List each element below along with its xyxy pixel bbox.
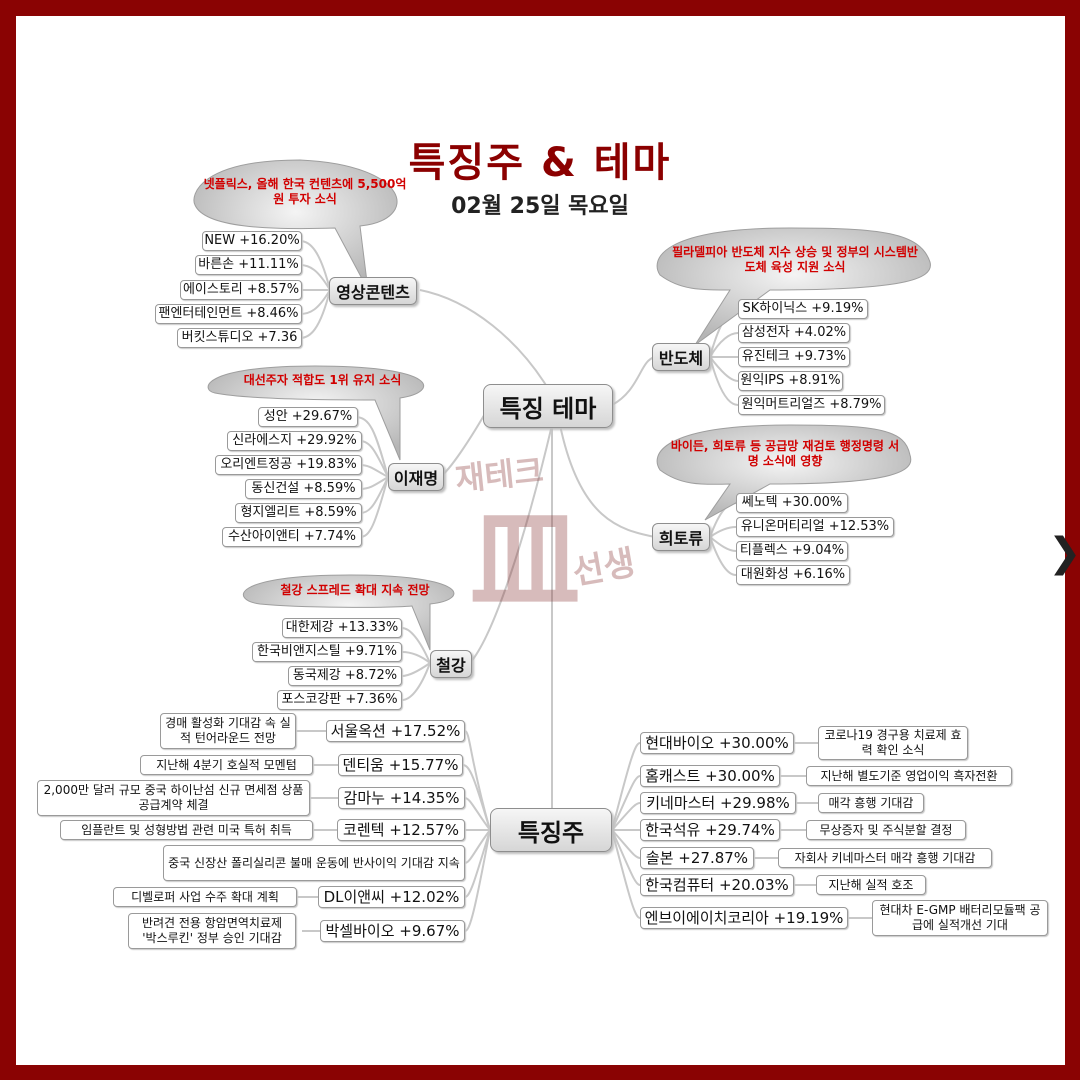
rare-item[interactable]: 유니온머티리얼 +12.53% [736, 517, 894, 537]
stock-right[interactable]: 한국석유 +29.74% [640, 819, 780, 841]
stock-note-left: 디벨로퍼 사업 수주 확대 계획 [113, 887, 297, 907]
stock-note-left: 경매 활성화 기대감 속 실적 턴어라운드 전망 [160, 713, 296, 749]
theme-node-steel[interactable]: 철강 [430, 650, 472, 678]
stock-note-left: 지난해 4분기 호실적 모멘텀 [140, 755, 313, 775]
chevron-right-icon[interactable]: ❯ [1048, 530, 1080, 576]
steel-item[interactable]: 동국제강 +8.72% [288, 666, 402, 686]
center-stock-node[interactable]: 특징주 [490, 808, 612, 852]
speech-bubbles [193, 159, 931, 651]
stock-right[interactable]: 키네마스터 +29.98% [640, 792, 796, 814]
stock-left[interactable]: DL이앤씨 +12.02% [318, 886, 465, 908]
stock-note-right: 지난해 실적 호조 [816, 875, 926, 895]
rare-item[interactable]: 티플렉스 +9.04% [736, 541, 848, 561]
stock-left[interactable]: 덴티움 +15.77% [338, 754, 463, 776]
lee-item[interactable]: 수산아이앤티 +7.74% [222, 527, 362, 547]
stock-note-left: 중국 신장산 폴리실리콘 불매 운동에 반사이익 기대감 지속 [163, 845, 465, 881]
stock-note-right: 현대차 E-GMP 배터리모듈팩 공급에 실적개선 기대 [872, 900, 1048, 936]
steel-item[interactable]: 한국비앤지스틸 +9.71% [252, 642, 402, 662]
bubble-rare-note: 바이든, 희토류 등 공급망 재검토 행정명령 서명 소식에 영향 [670, 439, 900, 468]
steel-item[interactable]: 포스코강판 +7.36% [277, 690, 402, 710]
rare-item[interactable]: 대원화성 +6.16% [736, 565, 850, 585]
center-theme-node[interactable]: 특징 테마 [483, 384, 613, 428]
theme-node-content[interactable]: 영상콘텐츠 [329, 277, 417, 305]
page-title: 특징주 & 테마 [408, 140, 672, 186]
stock-right[interactable]: 현대바이오 +30.00% [640, 732, 794, 754]
bubble-lee-note: 대선주자 적합도 1위 유지 소식 [243, 372, 402, 387]
semi-item[interactable]: 원익머트리얼즈 +8.79% [738, 395, 885, 415]
bubble-content-note: 넷플릭스, 올해 한국 컨텐츠에 5,500억원 투자 소식 [203, 177, 407, 206]
lee-item[interactable]: 형지엘리트 +8.59% [235, 503, 362, 523]
page-date: 02월 25일 목요일 [451, 194, 629, 219]
lee-item[interactable]: 성안 +29.67% [258, 407, 358, 427]
semi-item[interactable]: 유진테크 +9.73% [738, 347, 850, 367]
stock-note-right: 지난해 별도기준 영업이익 흑자전환 [806, 766, 1012, 786]
stock-left[interactable]: 감마누 +14.35% [338, 787, 465, 809]
theme-node-lee[interactable]: 이재명 [388, 463, 444, 491]
theme-node-rare[interactable]: 희토류 [652, 523, 710, 551]
stock-right[interactable]: 한국컴퓨터 +20.03% [640, 874, 794, 896]
bubble-steel-note: 철강 스프레드 확대 지속 전망 [280, 582, 430, 597]
stock-right[interactable]: 솔본 +27.87% [640, 847, 754, 869]
watermark-middle: 皿 [470, 496, 580, 624]
stock-note-right: 매각 흥행 기대감 [818, 793, 924, 813]
stock-note-right: 코로나19 경구용 치료제 효력 확인 소식 [818, 726, 968, 760]
content-item[interactable]: 팬엔터테인먼트 +8.46% [155, 304, 302, 324]
lee-item[interactable]: 오리엔트정공 +19.83% [215, 455, 362, 475]
lee-item[interactable]: 동신건설 +8.59% [245, 479, 362, 499]
stock-left[interactable]: 박셀바이오 +9.67% [320, 920, 465, 942]
stock-note-left: 임플란트 및 성형방법 관련 미국 특허 취득 [60, 820, 313, 840]
stock-note-left: 2,000만 달러 규모 중국 하이난섬 신규 면세점 상품 공급계약 체결 [37, 780, 310, 816]
content-item[interactable]: 버킷스튜디오 +7.36 [177, 328, 302, 348]
stock-left[interactable]: 서울옥션 +17.52% [326, 720, 465, 742]
content-item[interactable]: 에이스토리 +8.57% [180, 280, 302, 300]
theme-node-semi[interactable]: 반도체 [652, 343, 710, 371]
rare-item[interactable]: 쎄노텍 +30.00% [736, 493, 848, 513]
stock-note-right: 자회사 키네마스터 매각 흥행 기대감 [778, 848, 992, 868]
stock-note-left: 반려견 전용 항암면역치료제 '박스루킨' 정부 승인 기대감 [128, 913, 296, 949]
stock-right[interactable]: 엔브이에이치코리아 +19.19% [640, 907, 848, 929]
semi-item[interactable]: 삼성전자 +4.02% [738, 323, 850, 343]
steel-item[interactable]: 대한제강 +13.33% [282, 618, 402, 638]
stock-right[interactable]: 홈캐스트 +30.00% [640, 765, 780, 787]
stock-left[interactable]: 코렌텍 +12.57% [337, 819, 465, 841]
content-item[interactable]: 바른손 +11.11% [195, 255, 302, 275]
semi-item[interactable]: SK하이닉스 +9.19% [738, 299, 868, 319]
lee-item[interactable]: 신라에스지 +29.92% [227, 431, 362, 451]
content-item[interactable]: NEW +16.20% [202, 231, 302, 251]
semi-item[interactable]: 원익IPS +8.91% [738, 371, 843, 391]
stock-note-right: 무상증자 및 주식분할 결정 [806, 820, 966, 840]
bubble-semi-note: 필라델피아 반도체 지수 상승 및 정부의 시스템반도체 육성 지원 소식 [672, 245, 918, 274]
